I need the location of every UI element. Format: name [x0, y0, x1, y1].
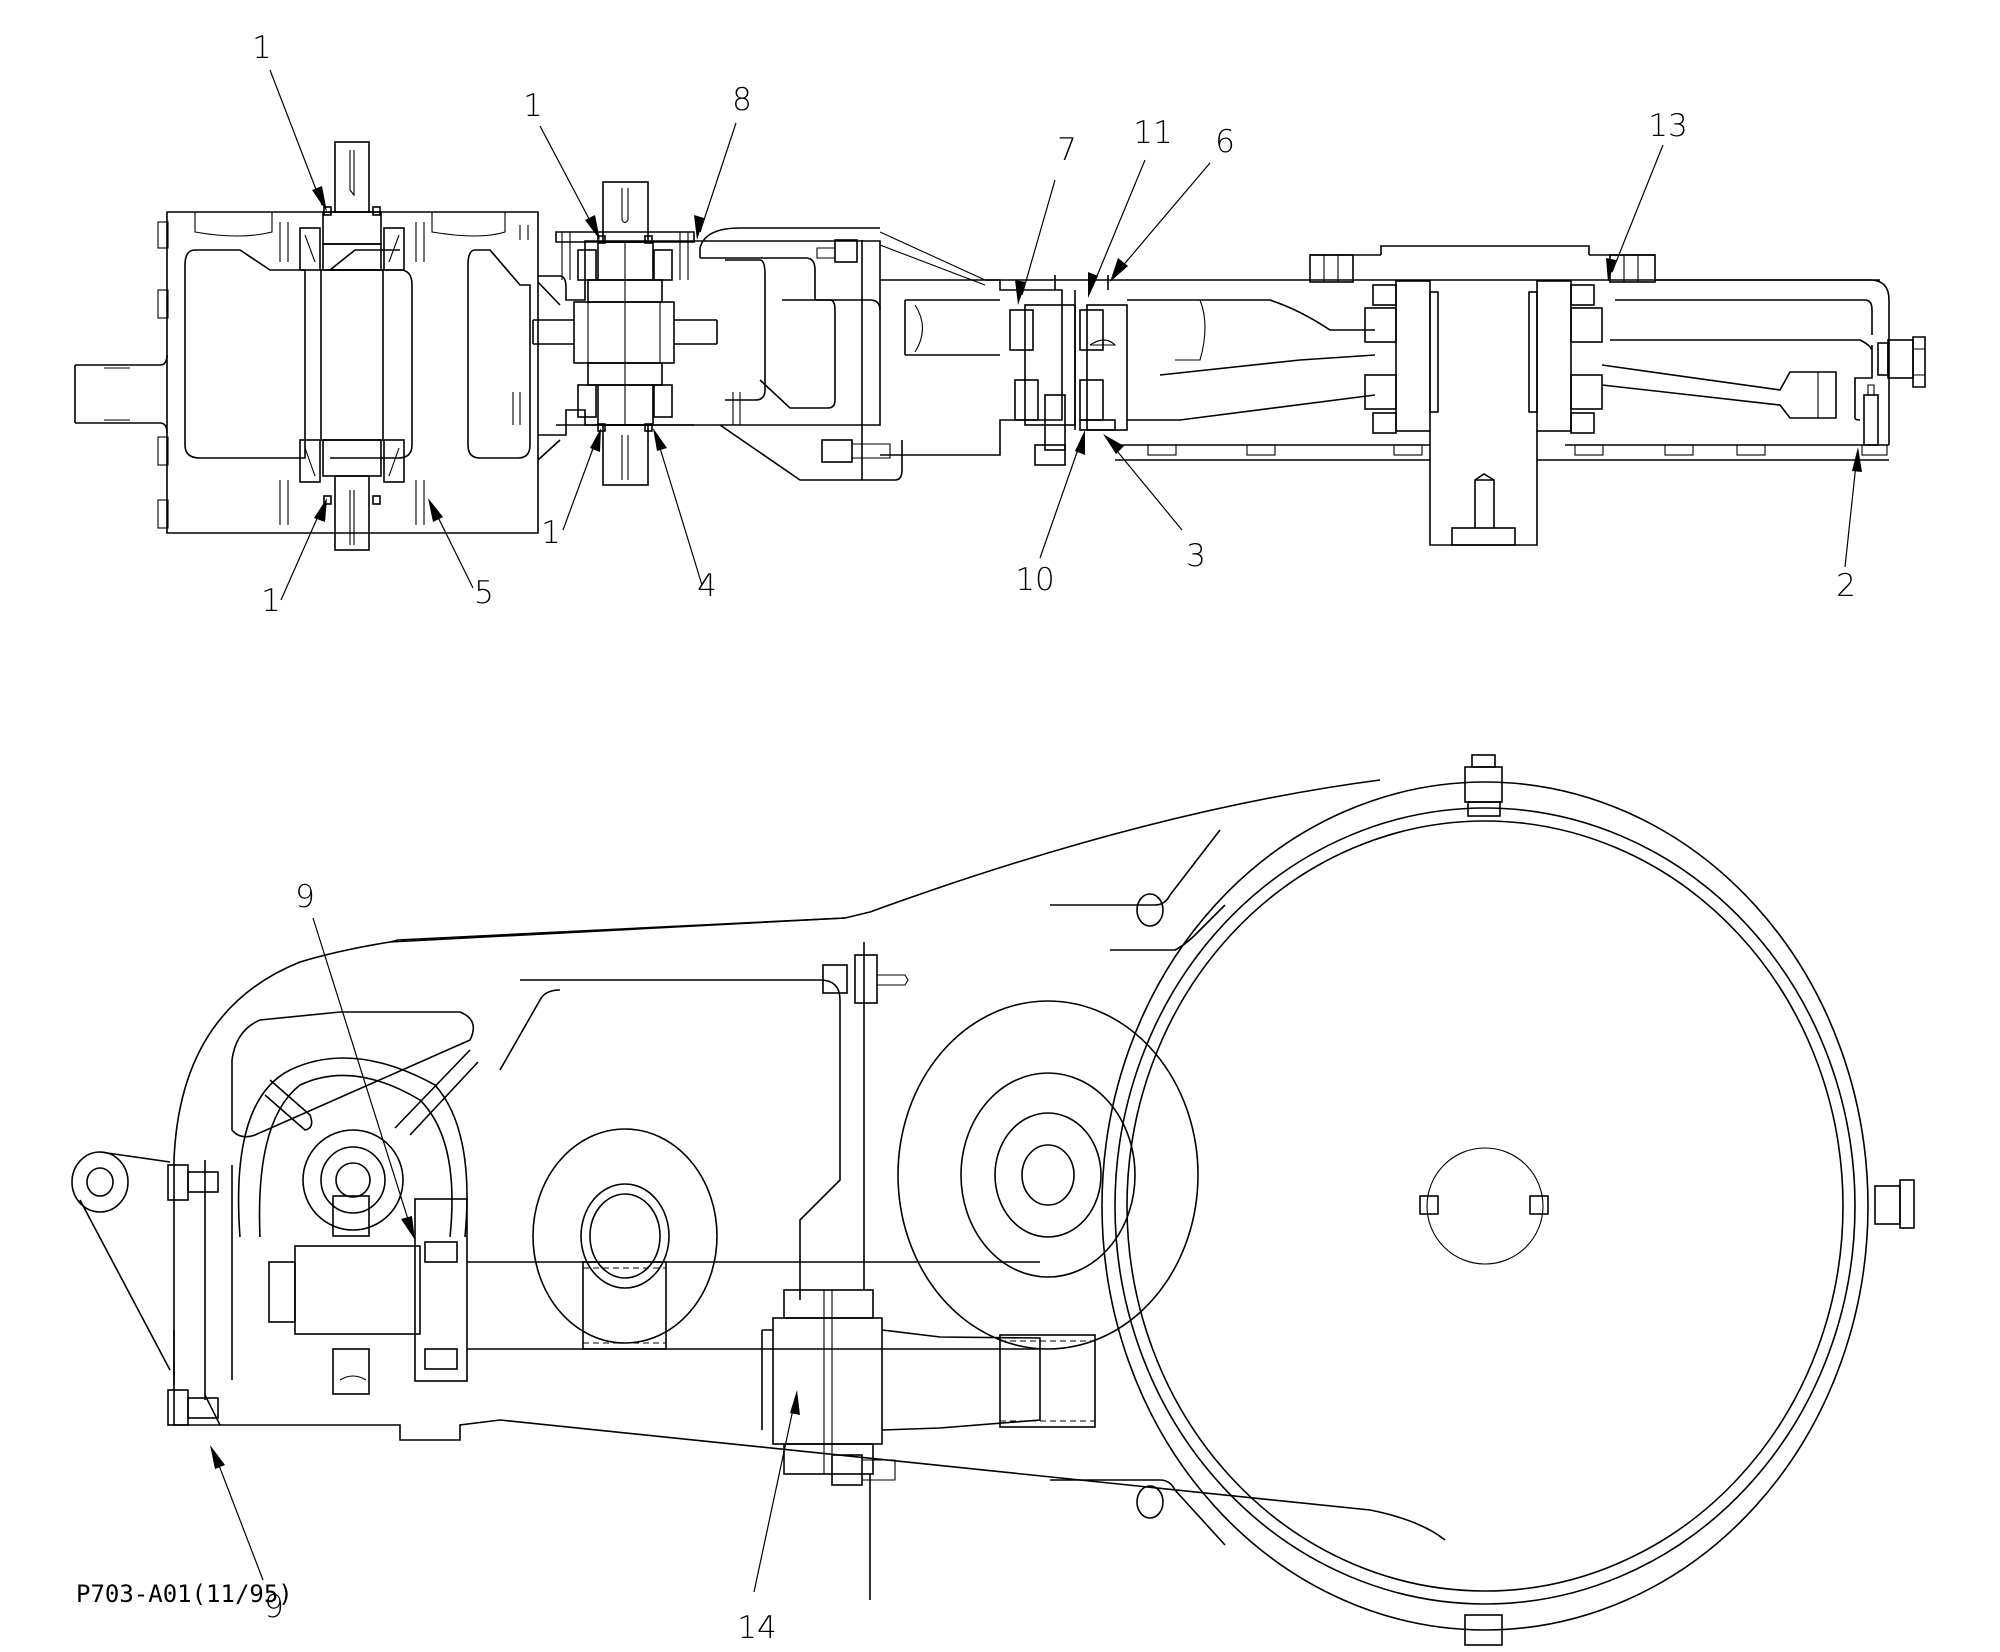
section-view [74, 69, 1926, 601]
callout-5: 5 [474, 575, 494, 611]
callout-1-bottom-left: 1 [261, 583, 281, 619]
callout-9-lower: 9 [264, 1589, 284, 1625]
callout-13: 13 [1648, 108, 1687, 144]
callout-14: 14 [737, 1610, 776, 1646]
side-view [71, 754, 1915, 1646]
middle-gearbox [512, 181, 741, 486]
callout-9-upper: 9 [295, 879, 315, 915]
callout-1-top-left: 1 [252, 30, 272, 66]
callout-3: 3 [1186, 538, 1206, 574]
callout-labels: 1 1 8 7 11 6 13 1 5 1 4 10 3 2 9 9 14 [252, 30, 1856, 1646]
callout-6: 6 [1215, 124, 1235, 160]
callout-2: 2 [1836, 568, 1856, 604]
connecting-housing [537, 227, 986, 481]
callout-11: 11 [1133, 115, 1172, 151]
coupling-section [880, 275, 1880, 466]
callout-leaders-bottom [210, 917, 800, 1593]
callout-7: 7 [1057, 132, 1077, 168]
left-gearbox [74, 141, 539, 551]
callout-1-top-middle: 1 [523, 88, 543, 124]
callout-8: 8 [732, 82, 752, 118]
callout-4: 4 [697, 568, 717, 604]
callout-10: 10 [1015, 562, 1054, 598]
callout-1-bottom-middle: 1 [541, 515, 561, 551]
drawing-caption: P703-A01(11/95) [76, 1580, 293, 1608]
callout-leaders-top [269, 69, 1862, 601]
right-housing [1115, 245, 1926, 546]
